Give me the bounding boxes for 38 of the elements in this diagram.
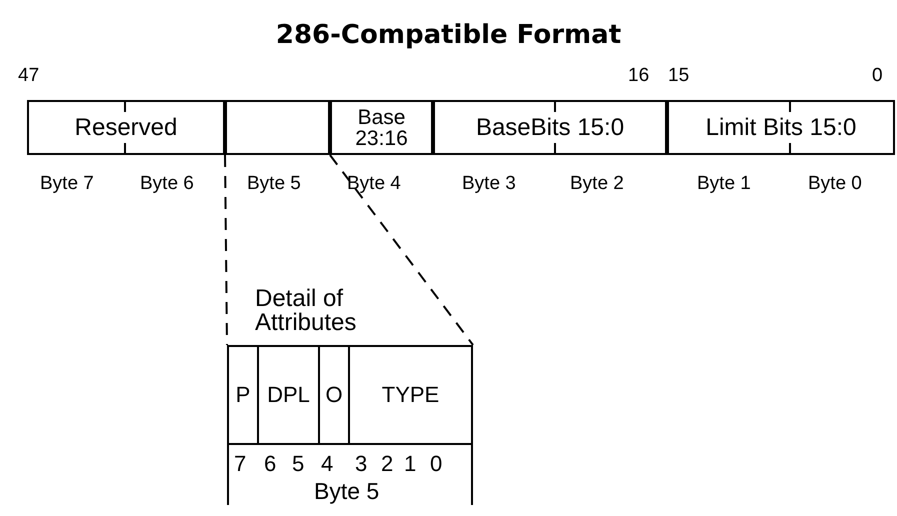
bit-field bbox=[330, 100, 433, 155]
bit-number: 5 bbox=[292, 453, 304, 475]
byte-label: Byte 1 bbox=[697, 174, 751, 193]
bit-field bbox=[27, 100, 225, 155]
bit-number: 2 bbox=[381, 453, 394, 475]
field-label: DPL bbox=[267, 384, 310, 406]
bit-number: 16 bbox=[628, 66, 650, 85]
byte-label: Byte 2 bbox=[570, 174, 624, 193]
diagram-title: 286-Compatible Format bbox=[274, 22, 622, 48]
byte-label: Byte 0 bbox=[808, 174, 862, 193]
field-label: P bbox=[236, 384, 250, 406]
field-label: Limit Bits 15:0 bbox=[706, 116, 856, 140]
field-label: Base 23:16 bbox=[354, 106, 409, 148]
bit-field bbox=[433, 100, 667, 155]
bit-field bbox=[667, 100, 895, 155]
bit-number: 1 bbox=[404, 453, 416, 475]
field-label: BaseBits 15:0 bbox=[476, 116, 624, 140]
bit-number: 47 bbox=[18, 66, 40, 85]
bit-number: 7 bbox=[234, 453, 246, 475]
empty-field bbox=[225, 100, 330, 155]
detail-heading: Detail of Attributes bbox=[255, 287, 358, 335]
byte-label: Byte 4 bbox=[347, 174, 401, 193]
bit-number: 0 bbox=[430, 453, 442, 475]
bit-number: 0 bbox=[872, 66, 883, 85]
byte-label: Byte 6 bbox=[140, 174, 194, 193]
bit-number: 3 bbox=[355, 453, 368, 475]
field-label: O bbox=[325, 384, 343, 406]
bit-number: 6 bbox=[264, 453, 276, 475]
field-label: TYPE bbox=[382, 384, 440, 406]
dashed-line bbox=[224, 155, 228, 345]
bit-number: 15 bbox=[668, 66, 690, 85]
byte-label: Byte 5 bbox=[314, 480, 380, 503]
byte-label: Byte 5 bbox=[247, 174, 301, 193]
byte-label: Byte 3 bbox=[462, 174, 516, 193]
field-label: Reserved bbox=[74, 116, 178, 140]
bit-number: 4 bbox=[321, 453, 334, 475]
dashed-line bbox=[329, 154, 474, 346]
byte-label: Byte 7 bbox=[40, 174, 94, 193]
